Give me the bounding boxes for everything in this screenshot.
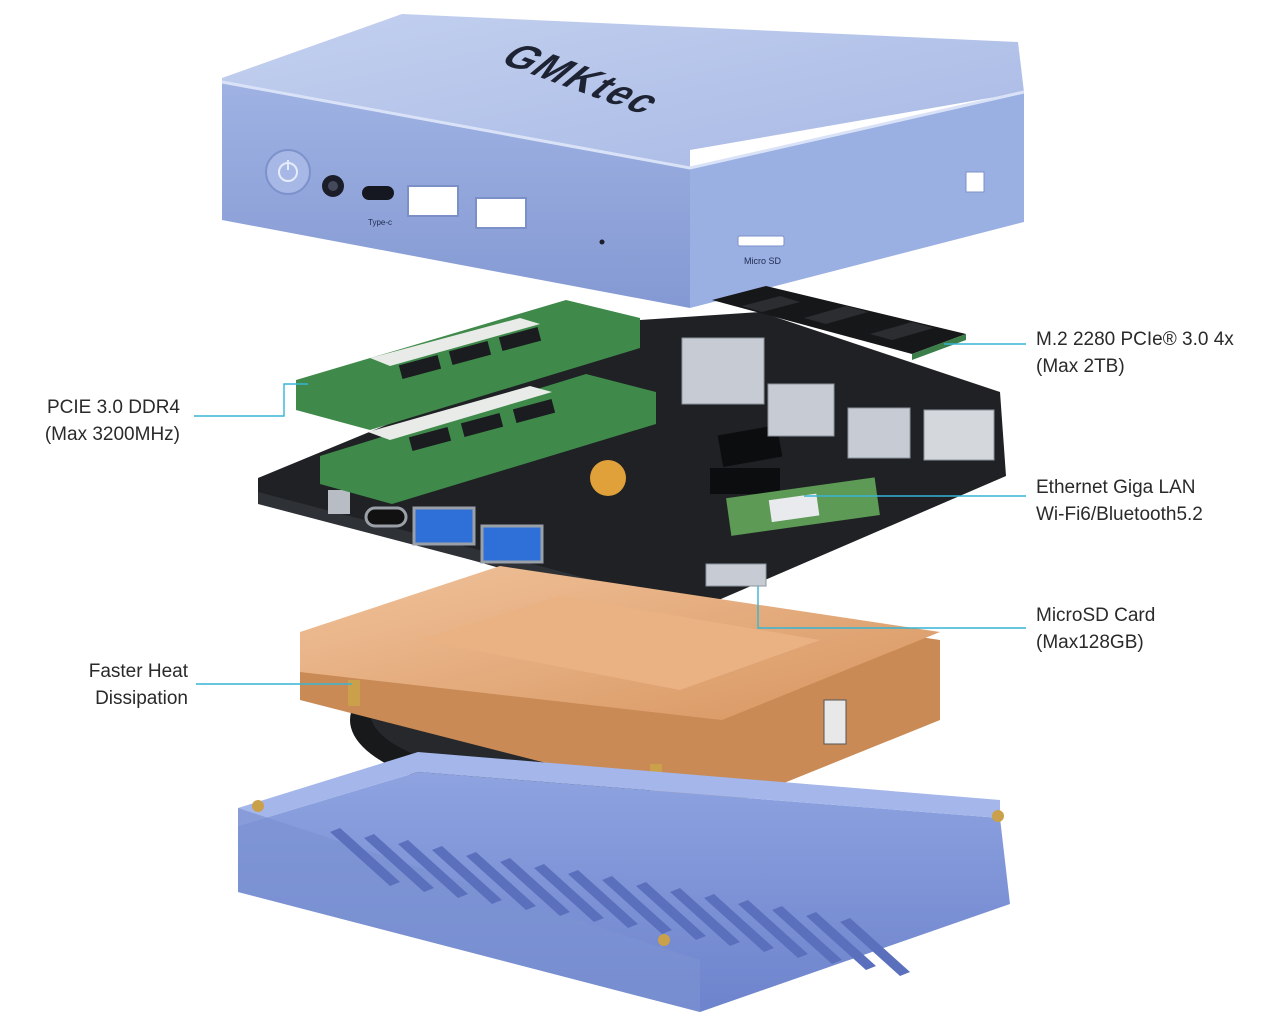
power-button-icon [265, 149, 311, 195]
audio-jack [328, 490, 350, 514]
ram-module-1 [296, 300, 640, 430]
rj45-port [681, 337, 765, 405]
callout-ssd-line1: M.2 2280 PCIe® 3.0 4x [1036, 329, 1234, 350]
vent-slot [432, 846, 502, 904]
callout-microsd-line2: (Max128GB) [1036, 632, 1144, 653]
type-c-label: Type-c [368, 218, 392, 227]
callout-heat-line2: Dissipation [95, 688, 188, 709]
callout-ssd: M.2 2280 PCIe® 3.0 4x (Max 2TB) [1036, 326, 1234, 380]
callout-network-line2: Wi-Fi6/Bluetooth5.2 [1036, 504, 1203, 525]
vent-slot [500, 858, 570, 916]
callout-microsd-line1: MicroSD Card [1036, 605, 1156, 626]
top-case: GMKtec Type-c Micro SD [221, 14, 1025, 308]
usb-port-rear [847, 407, 911, 459]
vent-slot [364, 834, 434, 892]
callout-microsd: MicroSD Card (Max128GB) [1036, 602, 1155, 656]
micro-sd-slot [737, 235, 785, 247]
cpu-die [590, 460, 626, 496]
vent-slot [398, 840, 468, 898]
micro-sd-reader [705, 563, 767, 587]
callout-network: Ethernet Giga LAN Wi-Fi6/Bluetooth5.2 [1036, 474, 1203, 528]
vent-slot [704, 894, 774, 952]
vent-slot [602, 876, 672, 934]
usb-a-port-1 [407, 185, 459, 217]
vent-slots [330, 828, 910, 976]
leader-ram [194, 383, 308, 417]
callout-ssd-line2: (Max 2TB) [1036, 356, 1125, 377]
callout-network-line1: Ethernet Giga LAN [1036, 477, 1196, 498]
callout-heat: Faster Heat Dissipation [0, 658, 188, 712]
vent-slot [636, 882, 706, 940]
leader-microsd [757, 586, 1026, 629]
bottom-case [238, 752, 1010, 1012]
usb-a-port-2 [475, 197, 527, 229]
vent-slot [330, 828, 400, 886]
chip [710, 468, 780, 494]
vent-slot [738, 900, 808, 958]
hdmi-port [923, 409, 995, 461]
fan-connector [823, 699, 847, 745]
usb-c-port [362, 186, 394, 200]
chip [717, 425, 783, 467]
usb-3-port [480, 524, 544, 564]
leader-lines [194, 343, 1026, 685]
callout-ram-line1: PCIE 3.0 DDR4 [46, 397, 180, 418]
vent-slot [772, 906, 842, 964]
vent-slot [806, 912, 876, 970]
vent-slot [534, 864, 604, 922]
micro-sd-label: Micro SD [744, 256, 782, 266]
callout-heat-line1: Faster Heat [88, 661, 188, 682]
m2-ssd [712, 286, 966, 360]
usb-3-port [412, 506, 476, 546]
vent-slot [840, 918, 910, 976]
led-indicator [599, 239, 605, 245]
vent-slot [670, 888, 740, 946]
callout-ram: PCIE 3.0 DDR4 (Max 3200MHz) [0, 394, 180, 448]
callout-ram-line2: (Max 3200MHz) [44, 424, 180, 445]
vent-slot [568, 870, 638, 928]
ram-module-2 [320, 374, 656, 504]
usb-c-port [364, 506, 408, 528]
vent-slot [466, 852, 536, 910]
usb-port-rear [767, 383, 835, 437]
headphone-jack-icon [322, 175, 344, 197]
lock-slot [965, 171, 985, 193]
